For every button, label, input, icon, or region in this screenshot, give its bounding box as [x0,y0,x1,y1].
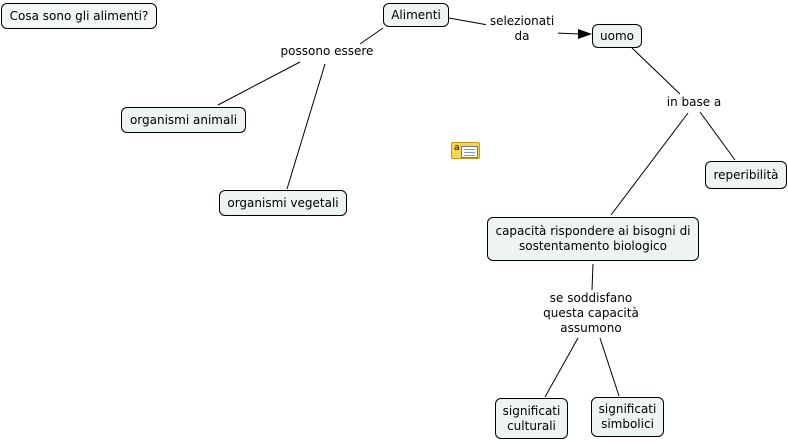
link-possono-vegetali [286,63,326,190]
link-alimenti-selezionati [448,17,489,26]
concept-uomo[interactable]: uomo [592,24,642,48]
note-icon[interactable]: a [451,142,480,159]
note-pad-icon [461,146,478,158]
concept-significati-culturali[interactable]: significati culturali [495,398,568,439]
concept-significati-simbolici[interactable]: significati simbolici [591,397,664,437]
concept-organismi-vegetali[interactable]: organismi vegetali [219,190,347,216]
linking-phrase-selezionati-da[interactable]: selezionati da [486,14,558,44]
concept-reperibilita[interactable]: reperibilità [705,161,787,189]
map-title[interactable]: Cosa sono gli alimenti? [1,3,157,29]
link-uomo-inbase [631,47,681,95]
link-sesoddisfano-simbolici [599,337,620,397]
concept-capacita[interactable]: capacità rispondere ai bisogni di sosten… [487,217,699,261]
linking-phrase-se-soddisfano[interactable]: se soddisfano questa capacità assumono [535,291,647,337]
link-capacita-sesoddisfano [591,263,594,291]
link-possono-animali [217,61,301,106]
concept-alimenti[interactable]: Alimenti [383,3,449,27]
concept-organismi-animali[interactable]: organismi animali [121,107,246,133]
linking-phrase-in-base-a[interactable]: in base a [662,95,726,111]
link-sesoddisfano-culturali [544,337,579,398]
linking-phrase-possono-essere[interactable]: possono essere [278,44,376,60]
link-inbase-reperibilita [699,111,736,161]
note-letter-glyph: a [454,143,460,153]
arrowhead-to-uomo [578,29,592,39]
link-inbase-capacita [610,112,689,216]
link-alimenti-possono [359,27,384,45]
